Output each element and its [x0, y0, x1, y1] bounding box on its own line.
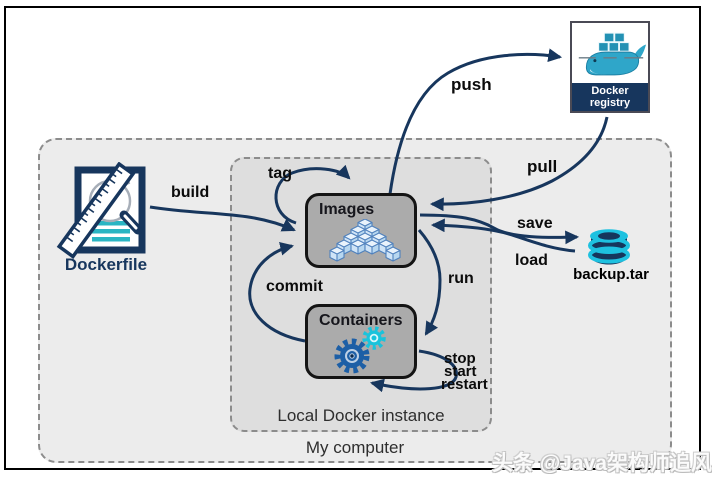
restart-label: restart — [441, 376, 488, 393]
containers-node-label: Containers — [319, 312, 403, 329]
pull-label: pull — [527, 157, 558, 176]
load-label: load — [515, 252, 548, 269]
containers-node: Containers — [305, 304, 417, 379]
docker-registry-node: Docker registry — [570, 21, 650, 113]
run-label: run — [448, 270, 474, 287]
save-label: save — [517, 215, 553, 232]
backup-node-label: backup.tar — [573, 266, 649, 283]
start-label: start — [444, 363, 477, 380]
toutiao-watermark: 头条 @Java架构师追风 — [492, 452, 712, 475]
build-label: build — [171, 184, 210, 201]
my-computer-label: My computer — [305, 438, 405, 457]
images-node-label: Images — [319, 201, 375, 218]
gears-icon — [334, 326, 386, 374]
dockerfile-icon — [56, 162, 146, 259]
image-layers-cubes-icon — [329, 219, 401, 262]
dockerfile-node-label: Dockerfile — [64, 255, 148, 274]
local-docker-instance-label: Local Docker instance — [277, 406, 445, 425]
tag-label: tag — [268, 165, 292, 182]
registry-node-label: Docker registry — [572, 83, 648, 111]
docker-whale-icon — [578, 32, 647, 76]
stop-label: stop — [444, 350, 476, 367]
commit-label: commit — [266, 278, 323, 295]
push-label: push — [451, 75, 492, 94]
backup-database-icon — [588, 229, 630, 265]
